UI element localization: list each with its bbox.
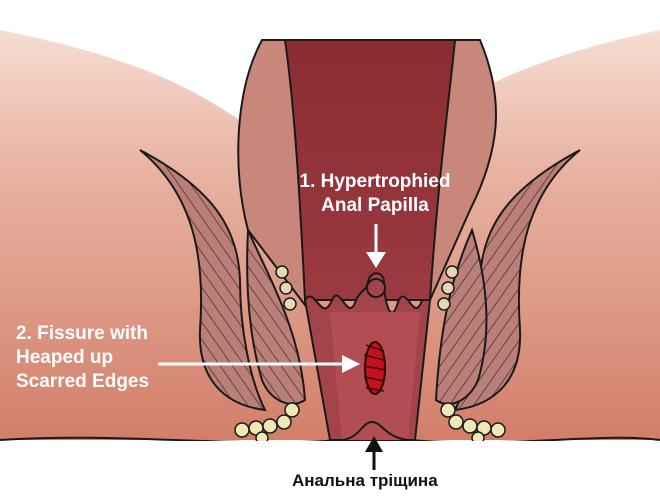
label-line: Anal Papilla (321, 195, 429, 216)
sphincter-muscle-left-outer (139, 149, 267, 412)
arrow-caption (365, 436, 383, 470)
arrow-fissure (158, 355, 360, 373)
sphincter-muscle-left-inner (246, 229, 307, 405)
vessels-right (437, 265, 459, 311)
label-fissure: 2. Fissure with Heaped up Scarred Edges (16, 322, 186, 394)
label-line: Heaped up (16, 347, 114, 368)
skin-surface (0, 420, 660, 444)
fat-globules-left (234, 402, 300, 445)
fat-globules-right (440, 402, 506, 445)
label-line: Scarred Edges (16, 371, 150, 392)
background-lower (0, 441, 660, 496)
label-hypertrophied-papilla: 1. Hypertrophied Anal Papilla (270, 170, 480, 218)
label-line: 2. Fissure with (16, 323, 148, 344)
papilla-knob (366, 278, 386, 298)
fissure-scar-edges (363, 344, 387, 392)
vessels-left (275, 265, 297, 311)
arrow-papilla (366, 224, 386, 268)
caption-anal-fissure: Анальна тріщина (292, 471, 438, 490)
label-line: 1. Hypertrophied (299, 171, 451, 192)
